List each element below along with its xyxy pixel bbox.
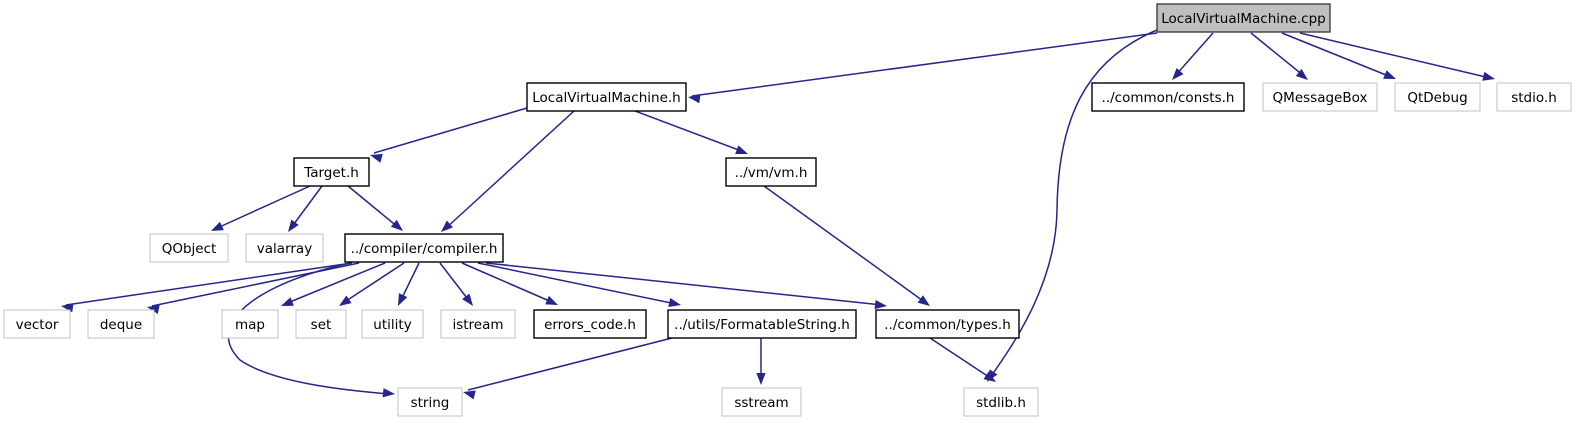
node-box-errors_code_h[interactable] bbox=[533, 309, 647, 339]
node-common_types_h[interactable]: ../common/types.h bbox=[875, 309, 1020, 339]
node-label-vm_vm_h: ../vm/vm.h bbox=[735, 165, 808, 181]
node-qtdebug[interactable]: QtDebug bbox=[1394, 82, 1481, 112]
node-label-map: map bbox=[235, 317, 265, 333]
edge-compiler_h-to-utility bbox=[398, 262, 420, 306]
node-label-formatablestring_h: ../utils/FormatableString.h bbox=[674, 317, 850, 333]
node-label-stdlib_h: stdlib.h bbox=[976, 395, 1026, 411]
node-box-vm_vm_h[interactable] bbox=[725, 157, 817, 187]
edge-localvirtualmachine_cpp-to-common_consts_h bbox=[1172, 32, 1214, 80]
node-deque[interactable]: deque bbox=[87, 309, 155, 339]
edge-target_h-to-valarray bbox=[288, 185, 323, 232]
node-label-errors_code_h: errors_code.h bbox=[544, 317, 636, 333]
node-vm_vm_h[interactable]: ../vm/vm.h bbox=[725, 157, 817, 187]
edge-localvirtualmachine_cpp-to-qmessagebox bbox=[1250, 32, 1308, 80]
node-box-localvirtualmachine_cpp[interactable] bbox=[1156, 3, 1331, 33]
node-common_consts_h[interactable]: ../common/consts.h bbox=[1091, 82, 1245, 112]
graph-nodes: LocalVirtualMachine.cppLocalVirtualMachi… bbox=[3, 3, 1572, 417]
node-box-formatablestring_h[interactable] bbox=[667, 309, 857, 339]
node-label-utility: utility bbox=[373, 317, 411, 333]
node-localvirtualmachine_cpp[interactable]: LocalVirtualMachine.cpp bbox=[1156, 3, 1331, 33]
node-label-qmessagebox: QMessageBox bbox=[1273, 90, 1368, 106]
edge-formatablestring_h-to-sstream bbox=[756, 338, 766, 385]
node-box-valarray[interactable] bbox=[245, 233, 324, 263]
node-label-stdio_h: stdio.h bbox=[1511, 90, 1557, 106]
node-box-deque[interactable] bbox=[87, 309, 155, 339]
edge-target_h-to-compiler_h bbox=[347, 185, 403, 231]
node-label-target_h: Target.h bbox=[303, 165, 359, 181]
node-label-vector: vector bbox=[16, 317, 59, 333]
node-vector[interactable]: vector bbox=[3, 309, 71, 339]
node-label-deque: deque bbox=[100, 317, 142, 333]
node-valarray[interactable]: valarray bbox=[245, 233, 324, 263]
node-qmessagebox[interactable]: QMessageBox bbox=[1262, 82, 1378, 112]
node-compiler_h[interactable]: ../compiler/compiler.h bbox=[344, 233, 504, 263]
edge-common_types_h-to-stdlib_h bbox=[929, 337, 996, 382]
edge-compiler_h-to-deque bbox=[147, 262, 360, 314]
node-label-qtdebug: QtDebug bbox=[1407, 90, 1467, 106]
node-label-istream: istream bbox=[452, 317, 503, 333]
node-errors_code_h[interactable]: errors_code.h bbox=[533, 309, 647, 339]
node-box-string[interactable] bbox=[397, 387, 463, 417]
node-box-vector[interactable] bbox=[3, 309, 71, 339]
edge-compiler_h-to-vector bbox=[61, 262, 353, 313]
node-stdio_h[interactable]: stdio.h bbox=[1496, 82, 1572, 112]
edge-compiler_h-to-istream bbox=[439, 262, 473, 306]
node-box-set[interactable] bbox=[295, 309, 347, 339]
edge-vm_vm_h-to-common_types_h bbox=[763, 185, 930, 306]
node-box-compiler_h[interactable] bbox=[344, 233, 504, 263]
node-box-sstream[interactable] bbox=[721, 387, 802, 417]
edge-localvirtualmachine_h-to-target_h bbox=[370, 107, 528, 163]
node-box-common_consts_h[interactable] bbox=[1091, 82, 1245, 112]
node-box-utility[interactable] bbox=[361, 309, 424, 339]
node-stdlib_h[interactable]: stdlib.h bbox=[963, 387, 1039, 417]
node-box-istream[interactable] bbox=[440, 309, 516, 339]
graph-edges bbox=[61, 29, 1495, 400]
node-string[interactable]: string bbox=[397, 387, 463, 417]
node-formatablestring_h[interactable]: ../utils/FormatableString.h bbox=[667, 309, 857, 339]
node-box-localvirtualmachine_h[interactable] bbox=[526, 82, 687, 112]
edge-formatablestring_h-to-string bbox=[463, 337, 673, 400]
node-box-stdlib_h[interactable] bbox=[963, 387, 1039, 417]
edge-localvirtualmachine_h-to-compiler_h bbox=[441, 110, 575, 232]
node-qobject[interactable]: QObject bbox=[149, 233, 229, 263]
node-box-qmessagebox[interactable] bbox=[1262, 82, 1378, 112]
edge-target_h-to-qobject bbox=[211, 185, 311, 231]
node-box-map[interactable] bbox=[221, 309, 279, 339]
node-box-qtdebug[interactable] bbox=[1394, 82, 1481, 112]
edge-compiler_h-to-errors_code_h bbox=[461, 262, 558, 305]
node-box-common_types_h[interactable] bbox=[875, 309, 1020, 339]
node-label-sstream: sstream bbox=[734, 395, 788, 411]
edge-compiler_h-to-formatablestring_h bbox=[477, 262, 681, 308]
edge-localvirtualmachine_cpp-to-stdio_h bbox=[1299, 32, 1495, 81]
node-label-localvirtualmachine_cpp: LocalVirtualMachine.cpp bbox=[1161, 11, 1325, 27]
node-label-common_types_h: ../common/types.h bbox=[884, 317, 1011, 333]
node-box-stdio_h[interactable] bbox=[1496, 82, 1572, 112]
node-label-string: string bbox=[411, 395, 450, 411]
node-map[interactable]: map bbox=[221, 309, 279, 339]
edge-localvirtualmachine_cpp-to-localvirtualmachine_h bbox=[688, 32, 1158, 104]
edge-compiler_h-to-set bbox=[339, 262, 405, 306]
node-set[interactable]: set bbox=[295, 309, 347, 339]
node-utility[interactable]: utility bbox=[361, 309, 424, 339]
edge-localvirtualmachine_h-to-vm_vm_h bbox=[634, 110, 748, 154]
node-box-target_h[interactable] bbox=[293, 157, 370, 187]
node-label-common_consts_h: ../common/consts.h bbox=[1102, 90, 1235, 106]
node-label-localvirtualmachine_h: LocalVirtualMachine.h bbox=[532, 90, 680, 106]
node-localvirtualmachine_h[interactable]: LocalVirtualMachine.h bbox=[526, 82, 687, 112]
node-label-valarray: valarray bbox=[257, 241, 312, 257]
node-label-set: set bbox=[311, 317, 332, 333]
node-target_h[interactable]: Target.h bbox=[293, 157, 370, 187]
node-box-qobject[interactable] bbox=[149, 233, 229, 263]
node-label-compiler_h: ../compiler/compiler.h bbox=[351, 241, 498, 257]
edge-compiler_h-to-string bbox=[227, 262, 395, 398]
edge-compiler_h-to-common_types_h bbox=[485, 262, 887, 310]
node-label-qobject: QObject bbox=[162, 241, 217, 257]
node-istream[interactable]: istream bbox=[440, 309, 516, 339]
node-sstream[interactable]: sstream bbox=[721, 387, 802, 417]
edge-localvirtualmachine_cpp-to-qtdebug bbox=[1281, 32, 1396, 79]
edge-compiler_h-to-map bbox=[281, 262, 386, 306]
